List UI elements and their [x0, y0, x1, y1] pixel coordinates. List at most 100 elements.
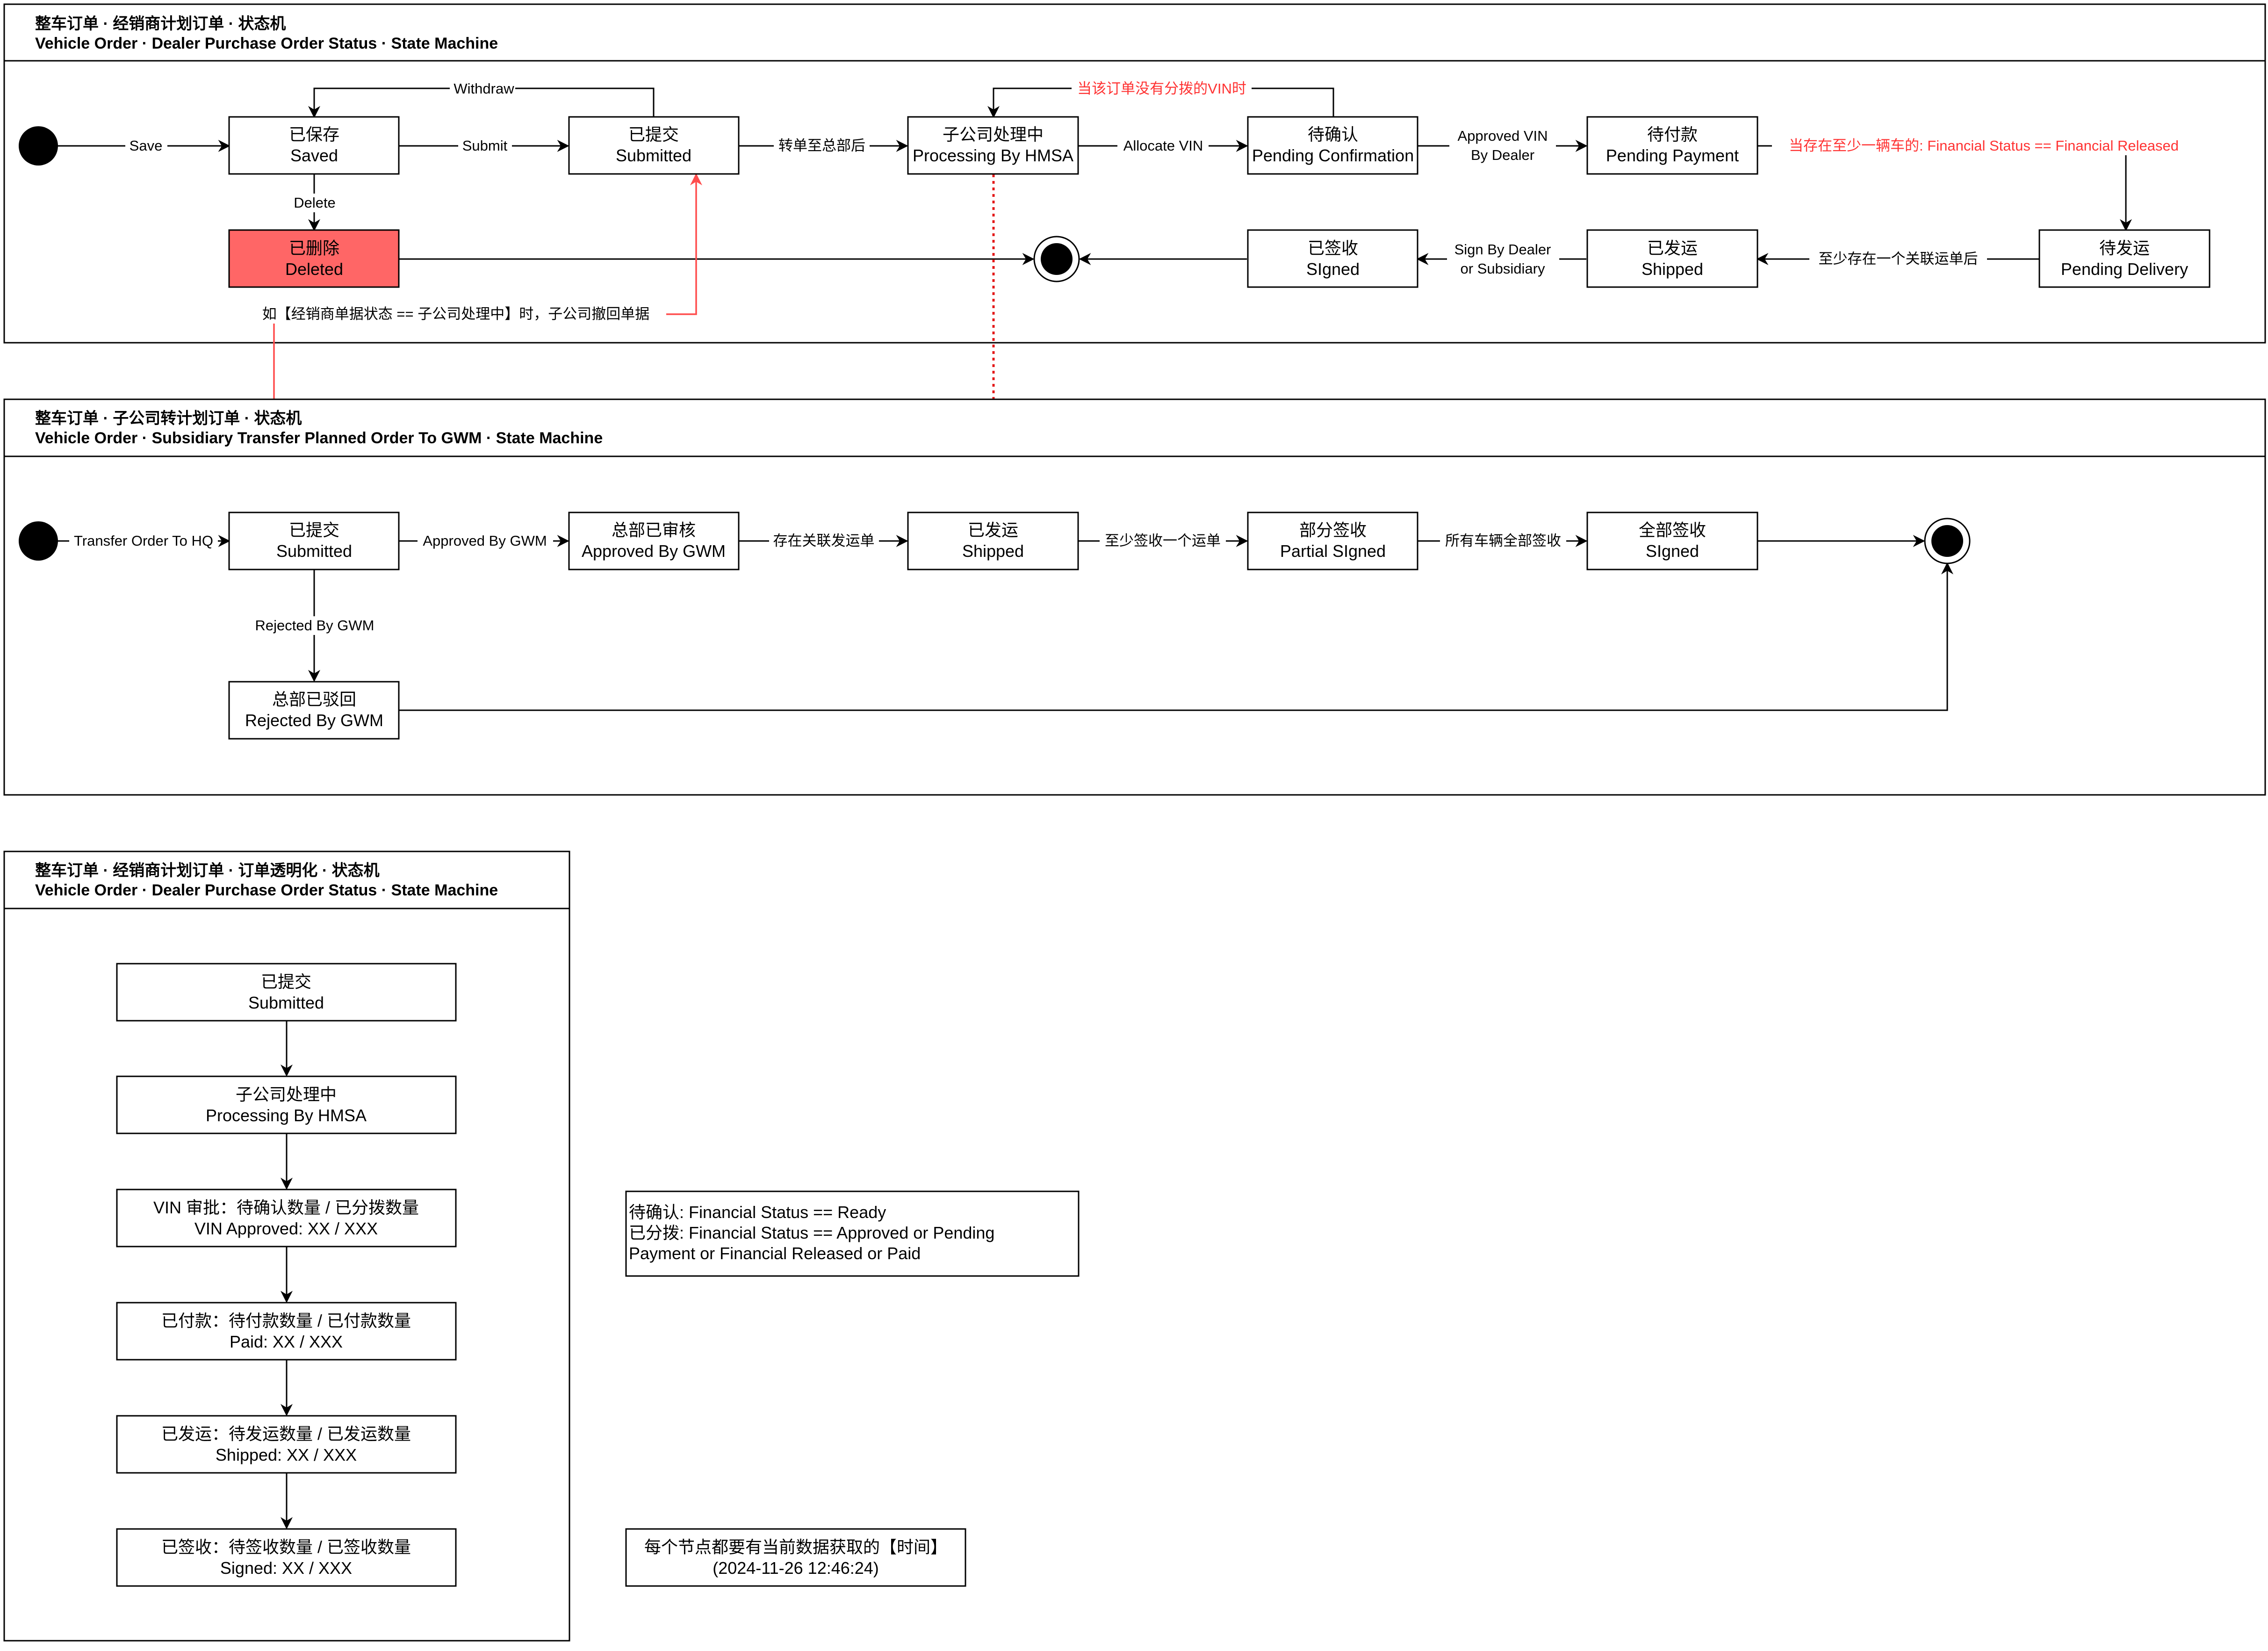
edge-label-allocate-vin: Allocate VIN [1123, 137, 1203, 154]
timestamp-note: 每个节点都要有当前数据获取的【时间】 (2024-11-26 12:46:24) [625, 1528, 966, 1587]
p2-state-submitted-en: Submitted [276, 541, 352, 561]
edge-label-has-waybill: 存在关联发运单 [773, 533, 875, 549]
p2-state-signed-zh: 全部签收 [1639, 520, 1706, 540]
state-deleted[interactable]: 已删除 Deleted [228, 229, 400, 288]
edge-label-save: Save [130, 137, 163, 154]
p3-state-shipped-zh: 已发运：待发运数量 / 已发运数量 [161, 1424, 411, 1443]
edge-label-financial-released: 当存在至少一辆车的: Financial Status == Financial… [1789, 137, 2179, 154]
state-pending-delivery-en: Pending Delivery [2061, 260, 2188, 279]
state-deleted-en: Deleted [285, 260, 343, 279]
edge-label-no-vin: 当该订单没有分拨的VIN时 [1077, 80, 1246, 97]
edge-label-transfer-to-hq: Transfer Order To HQ [74, 533, 213, 549]
pool1-title-en: Vehicle Order · Dealer Purchase Order St… [35, 35, 498, 52]
edge-label-all-signed: 所有车辆全部签收 [1445, 533, 1561, 549]
p3-state-shipped[interactable]: 已发运：待发运数量 / 已发运数量 Shipped: XX / XXX [116, 1415, 457, 1474]
state-signed-zh: 已签收 [1308, 238, 1358, 258]
p3-state-signed-en: Signed: XX / XXX [220, 1558, 352, 1578]
p3-state-processing-en: Processing By HMSA [206, 1106, 367, 1125]
edge-label-recall-note: 如【经销商单据状态 == 子公司处理中】时，子公司撤回单据 [262, 306, 649, 322]
state-pending-delivery-zh: 待发运 [2099, 238, 2150, 258]
p3-state-processing-zh: 子公司处理中 [236, 1085, 337, 1104]
p2-state-shipped[interactable]: 已发运 Shipped [907, 512, 1079, 570]
edge-label-sign-by-2: or Subsidiary [1461, 260, 1545, 277]
state-pending-confirmation[interactable]: 待确认 Pending Confirmation [1247, 116, 1418, 175]
p3-state-vin-en: VIN Approved: XX / XXX [194, 1219, 378, 1238]
pool3-title-en: Vehicle Order · Dealer Purchase Order St… [35, 881, 498, 899]
p2-state-rejected-en: Rejected By GWM [245, 711, 383, 730]
p3-state-paid-en: Paid: XX / XXX [230, 1332, 343, 1351]
p2-state-partial-zh: 部分签收 [1299, 520, 1367, 540]
edge-label-rejected-by-gwm: Rejected By GWM [255, 617, 374, 634]
p2-state-shipped-en: Shipped [962, 541, 1024, 561]
financial-status-note: 待确认: Financial Status == Ready 已分拨: Fina… [625, 1190, 1080, 1277]
state-pending-payment-en: Pending Payment [1606, 146, 1739, 165]
p3-state-vin-approval[interactable]: VIN 审批：待确认数量 / 已分拨数量 VIN Approved: XX / … [116, 1189, 457, 1247]
state-pending-payment-zh: 待付款 [1647, 125, 1698, 144]
edge-label-approved-vin-2: By Dealer [1471, 147, 1534, 163]
edge-label-sign-one: 至少签收一个运单 [1105, 533, 1221, 549]
p3-state-submitted[interactable]: 已提交 Submitted [116, 963, 457, 1022]
p3-state-signed[interactable]: 已签收：待签收数量 / 已签收数量 Signed: XX / XXX [116, 1528, 457, 1587]
pool1-edge-labels: Save Submit Withdraw Delete 转单至总部后 Alloc… [125, 79, 2195, 324]
pool3-title-zh: 整车订单 · 经销商计划订单 · 订单透明化 · 状态机 [35, 862, 380, 880]
status-note-line-3: Payment or Financial Released or Paid [629, 1244, 921, 1263]
state-processing-en: Processing By HMSA [913, 146, 1073, 165]
state-pending-delivery[interactable]: 待发运 Pending Delivery [2038, 229, 2210, 288]
edge-label-approved-by-gwm: Approved By GWM [423, 533, 547, 549]
pool2-title-zh: 整车订单 · 子公司转计划订单 · 状态机 [35, 410, 302, 427]
state-submitted-en: Submitted [616, 146, 691, 165]
p2-state-signed-en: SIgned [1646, 541, 1699, 561]
p2-state-approved-by-gwm[interactable]: 总部已审核 Approved By GWM [568, 512, 740, 570]
state-saved-en: Saved [290, 146, 338, 165]
edge-label-approved-vin-1: Approved VIN [1458, 128, 1548, 144]
p3-state-submitted-en: Submitted [248, 993, 324, 1012]
p3-state-paid-zh: 已付款：待付款数量 / 已付款数量 [161, 1311, 411, 1330]
state-pending-confirmation-zh: 待确认 [1308, 125, 1358, 144]
pool2-title-en: Vehicle Order · Subsidiary Transfer Plan… [35, 429, 603, 447]
p2-state-signed[interactable]: 全部签收 SIgned [1586, 512, 1758, 570]
state-processing-zh: 子公司处理中 [943, 125, 1044, 144]
p3-state-processing[interactable]: 子公司处理中 Processing By HMSA [116, 1075, 457, 1134]
pool1-final-state [1033, 236, 1080, 282]
state-shipped-zh: 已发运 [1647, 238, 1698, 258]
state-processing-by-hmsa[interactable]: 子公司处理中 Processing By HMSA [907, 116, 1079, 175]
state-submitted[interactable]: 已提交 Submitted [568, 116, 740, 175]
p2-state-approved-en: Approved By GWM [582, 541, 726, 561]
status-note-line-1: 待确认: Financial Status == Ready [629, 1203, 886, 1222]
p2-state-rejected-zh: 总部已驳回 [272, 690, 356, 709]
edge-label-delete: Delete [294, 195, 336, 211]
edge-label-sign-by-1: Sign By Dealer [1454, 241, 1551, 258]
state-pending-confirmation-en: Pending Confirmation [1252, 146, 1414, 165]
edge-label-to-hq: 转单至总部后 [778, 137, 865, 154]
edge-label-submit: Submit [462, 137, 508, 154]
p3-state-shipped-en: Shipped: XX / XXX [216, 1445, 357, 1464]
pool2-final-state [1924, 518, 1971, 564]
pool1-title-zh: 整车订单 · 经销商计划订单 · 状态机 [35, 15, 286, 33]
p2-state-submitted[interactable]: 已提交 Submitted [228, 512, 400, 570]
edge-label-delivery-note: 至少存在一个关联运单后 [1819, 251, 1978, 267]
time-note-line-1: 每个节点都要有当前数据获取的【时间】 [644, 1537, 947, 1557]
status-note-line-2: 已分拨: Financial Status == Approved or Pen… [629, 1223, 994, 1242]
pool1-initial-state [19, 126, 58, 166]
p3-state-signed-zh: 已签收：待签收数量 / 已签收数量 [161, 1537, 411, 1557]
state-signed[interactable]: 已签收 SIgned [1247, 229, 1418, 288]
state-submitted-zh: 已提交 [628, 125, 679, 144]
state-deleted-zh: 已删除 [289, 238, 339, 258]
p2-state-rejected-by-gwm[interactable]: 总部已驳回 Rejected By GWM [228, 681, 400, 740]
p2-state-shipped-zh: 已发运 [968, 520, 1018, 540]
p2-state-partial-signed[interactable]: 部分签收 Partial SIgned [1247, 512, 1418, 570]
state-saved[interactable]: 已保存 Saved [228, 116, 400, 175]
p3-state-submitted-zh: 已提交 [261, 972, 311, 991]
state-pending-payment[interactable]: 待付款 Pending Payment [1586, 116, 1758, 175]
time-note-line-2: (2024-11-26 12:46:24) [713, 1558, 879, 1578]
state-saved-zh: 已保存 [289, 125, 339, 144]
p2-state-approved-zh: 总部已审核 [612, 520, 696, 540]
p3-state-paid[interactable]: 已付款：待付款数量 / 已付款数量 Paid: XX / XXX [116, 1302, 457, 1361]
state-shipped-en: Shipped [1642, 260, 1703, 279]
p2-state-partial-en: Partial SIgned [1280, 541, 1386, 561]
pool2-edge-labels: Transfer Order To HQ Approved By GWM 存在关… [69, 532, 1566, 635]
p2-state-submitted-zh: 已提交 [289, 520, 339, 540]
state-shipped[interactable]: 已发运 Shipped [1586, 229, 1758, 288]
p3-state-vin-zh: VIN 审批：待确认数量 / 已分拨数量 [153, 1198, 419, 1217]
pool2-initial-state [19, 521, 58, 561]
